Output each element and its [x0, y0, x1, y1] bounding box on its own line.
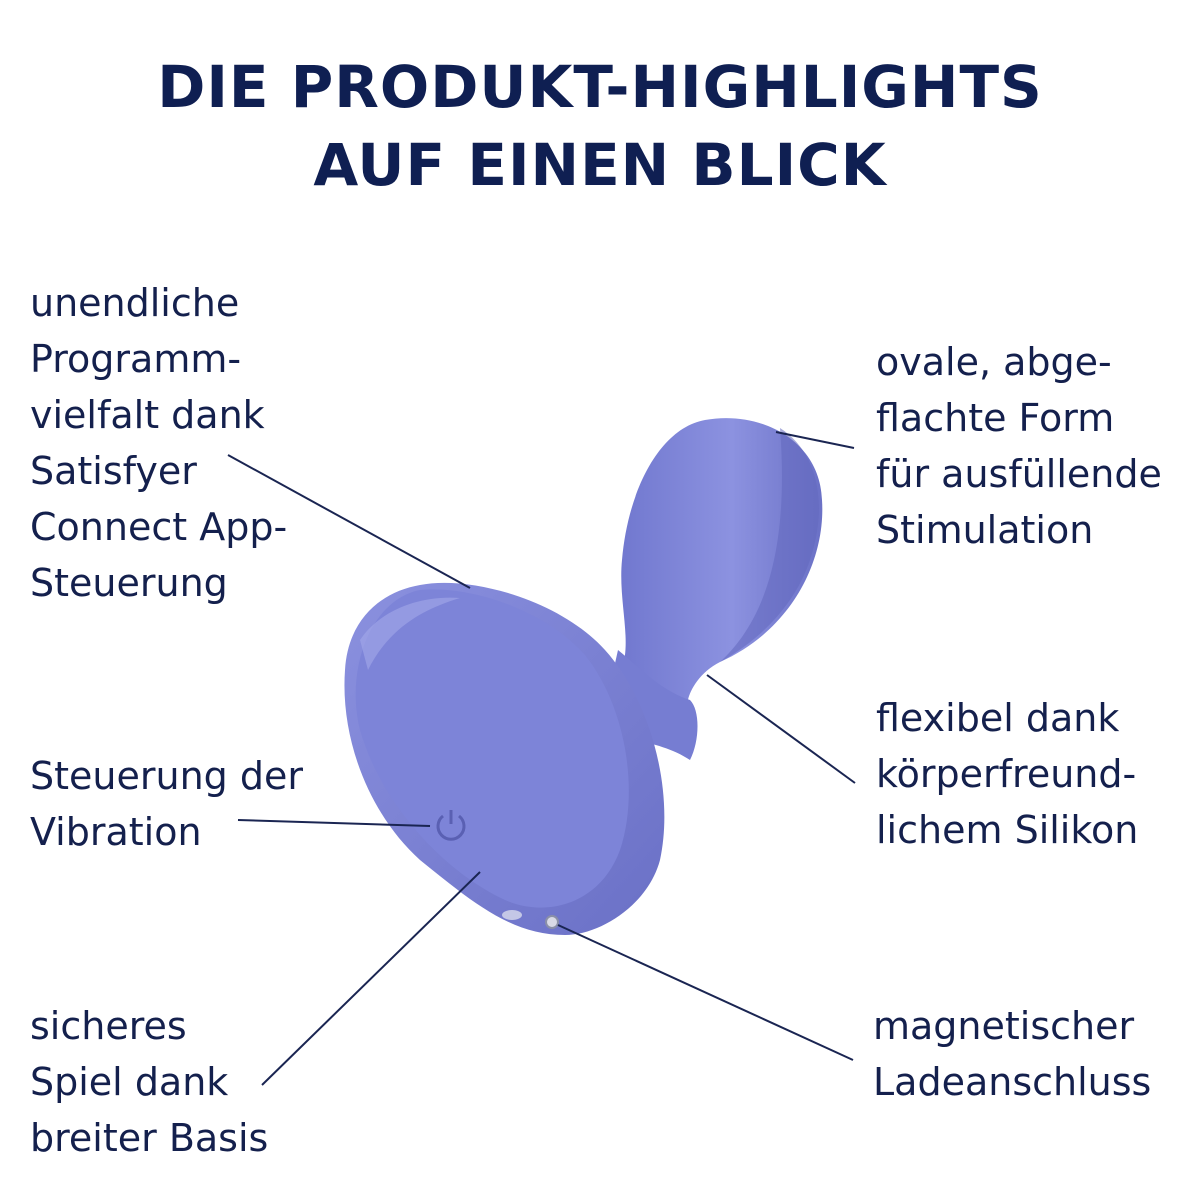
feature-oval-shape: ovale, abge- flachte Form für ausfüllend…	[876, 334, 1162, 558]
feature-line: ovale, abge-	[876, 340, 1112, 384]
charging-port	[502, 910, 522, 920]
callout-line-magnet	[557, 924, 854, 1061]
callout-lines	[227, 431, 856, 1086]
feature-line: für ausfüllende	[876, 452, 1162, 496]
feature-app-control: unendliche Programm- vielfalt dank Satis…	[30, 275, 287, 611]
feature-line: Ladeanschluss	[873, 1060, 1152, 1104]
feature-line: Connect App-	[30, 505, 288, 549]
charging-contact	[545, 915, 559, 929]
feature-line: flachte Form	[876, 396, 1115, 440]
feature-safe-base: sicheres Spiel dank breiter Basis	[30, 998, 268, 1166]
base-face	[355, 589, 629, 908]
callout-line-vibration	[237, 819, 431, 827]
feature-line: Programm-	[30, 337, 242, 381]
feature-magnetic-charging: magnetischer Ladeanschluss	[873, 998, 1151, 1110]
callout-line-safe	[261, 871, 481, 1086]
power-icon	[436, 810, 466, 841]
title-line-1: DIE PRODUKT-HIGHLIGHTS	[157, 53, 1043, 121]
feature-line: lichem Silikon	[876, 808, 1139, 852]
feature-flexible-silicone: flexibel dank körperfreund- lichem Silik…	[876, 690, 1138, 858]
feature-line: Stimulation	[876, 508, 1094, 552]
feature-line: vielfalt dank	[30, 393, 265, 437]
callout-line-app	[227, 454, 471, 589]
feature-line: unendliche	[30, 281, 240, 325]
feature-line: Steuerung	[30, 561, 228, 605]
feature-line: körperfreund-	[876, 752, 1137, 796]
callout-line-oval	[775, 431, 855, 449]
feature-line: Vibration	[30, 810, 202, 854]
page-title: DIE PRODUKT-HIGHLIGHTS AUF EINEN BLICK	[0, 48, 1200, 204]
feature-line: Satisfyer	[30, 449, 197, 493]
feature-line: magnetischer	[873, 1004, 1135, 1048]
bulb-edge	[720, 428, 819, 662]
feature-vibration-control: Steuerung der Vibration	[30, 748, 303, 860]
feature-line: Spiel dank	[30, 1060, 229, 1104]
feature-line: breiter Basis	[30, 1116, 269, 1160]
feature-line: Steuerung der	[30, 754, 303, 798]
callout-line-flex	[706, 674, 856, 784]
base-rim-highlight	[360, 597, 460, 670]
title-line-2: AUF EINEN BLICK	[313, 131, 887, 199]
feature-line: flexibel dank	[876, 696, 1120, 740]
product-bulb	[621, 418, 823, 700]
feature-line: sicheres	[30, 1004, 187, 1048]
